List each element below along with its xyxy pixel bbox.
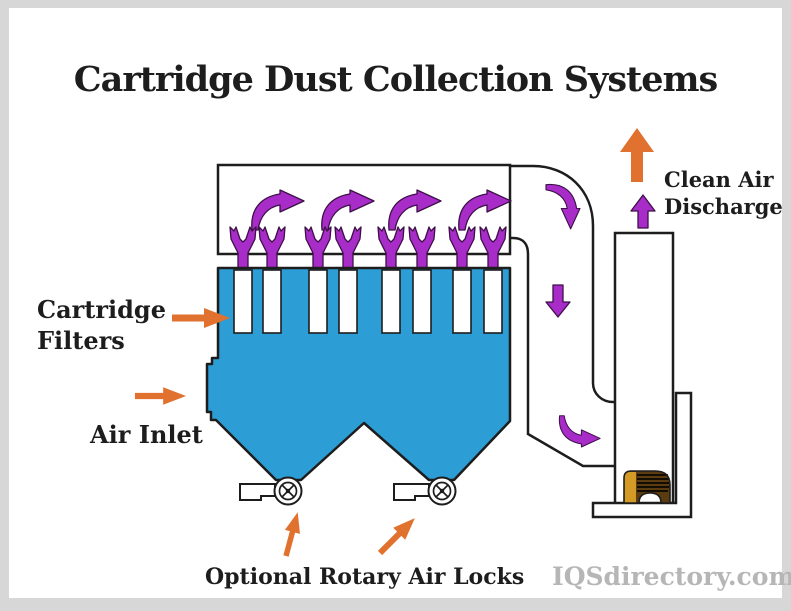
air-inlet-pointer-arrow-icon xyxy=(135,387,187,405)
clean-air-label-line1: Clean Air xyxy=(664,167,774,192)
cartridge-filters-label-line2: Filters xyxy=(37,326,125,355)
cartridge-filter-slot xyxy=(233,269,253,334)
support-base xyxy=(591,391,693,519)
cartridge-filter-slot xyxy=(308,269,328,334)
page-title: Cartridge Dust Collection Systems xyxy=(73,59,718,101)
clean-air-label-line2: Discharge xyxy=(664,194,783,219)
rotary-pointer-arrow-right-icon xyxy=(373,512,421,560)
rotary-airlock-icon xyxy=(239,476,303,506)
cartridge-filters-label-line1: Cartridge xyxy=(37,295,166,324)
clean-air-discharge-arrow-icon xyxy=(620,128,654,182)
watermark: IQSdirectory.com xyxy=(552,562,791,591)
cartridge-filters-label: Cartridge Filters xyxy=(37,294,166,356)
rotary-air-locks-label: Optional Rotary Air Locks xyxy=(205,564,525,590)
airflow-turn-right-arrow-icon xyxy=(558,415,601,448)
cartridge-filter-slot xyxy=(412,269,432,334)
air-inlet-label: Air Inlet xyxy=(90,420,203,449)
cartridge-filter-slot xyxy=(452,269,472,334)
rotary-airlock-icon xyxy=(393,476,457,506)
cartridge-filter-slot xyxy=(483,269,503,334)
cartridge-filter-slot xyxy=(338,269,358,334)
exhaust-stack xyxy=(613,231,675,503)
duct-inner-wall xyxy=(510,236,616,468)
fan-motor-icon xyxy=(623,470,671,504)
clean-air-discharge-label: Clean Air Discharge xyxy=(664,166,783,220)
airlock-motor-arm xyxy=(393,483,430,501)
filter-housing xyxy=(205,266,512,482)
cartridge-filter-slot xyxy=(381,269,401,334)
airlock-motor-arm xyxy=(239,483,276,501)
duct-outer-wall xyxy=(510,164,616,404)
cartridge-filter-slot xyxy=(262,269,282,334)
rotary-pointer-arrow-left-icon xyxy=(278,510,306,559)
airflow-down-arrow-icon xyxy=(545,284,571,318)
airflow-turn-down-arrow-icon xyxy=(545,183,581,230)
airflow-up-arrow-icon xyxy=(630,194,656,229)
